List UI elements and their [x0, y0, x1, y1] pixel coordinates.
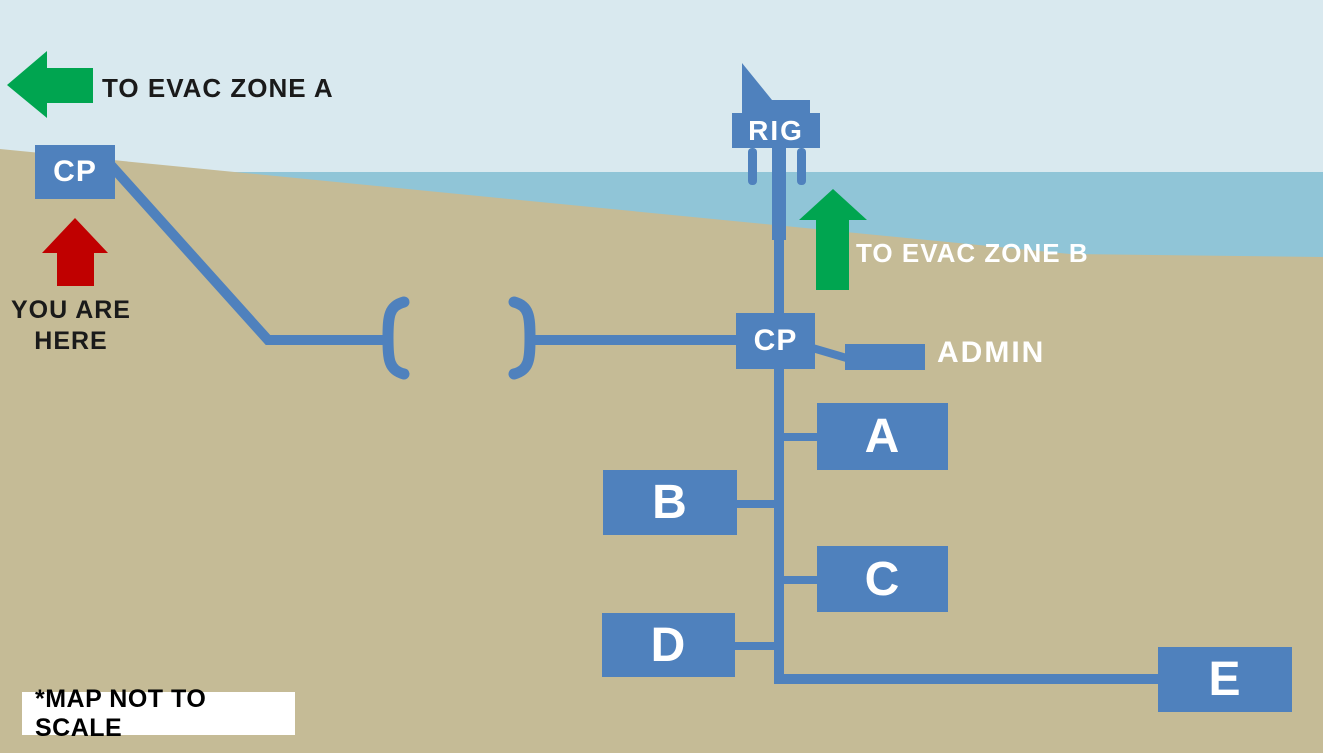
evac-zone-a-label: TO EVAC ZONE A [102, 73, 334, 103]
map-note: *MAP NOT TO SCALE [22, 685, 295, 742]
connector-admin-line [807, 343, 852, 363]
map-note-text: *MAP NOT TO SCALE [35, 684, 207, 742]
you-are-here-line2: HERE [34, 327, 108, 355]
rig-label: RIG [748, 114, 804, 146]
station-a-box: A [817, 403, 948, 470]
you-are-here-line1: YOU ARE [11, 296, 131, 324]
station-a-label: A [864, 410, 901, 463]
station-c-box: C [817, 546, 948, 612]
station-e-box: E [1158, 647, 1292, 712]
cp-west-label: CP [53, 155, 97, 188]
station-c-label: C [864, 552, 901, 606]
station-b-label: B [652, 476, 688, 529]
admin-label: ADMIN [937, 336, 1046, 369]
evac-zone-a-arrow-icon [7, 51, 93, 118]
rig-leg-center [772, 148, 786, 240]
rig-derrick-icon [742, 63, 810, 114]
rig-box: RIG [732, 113, 820, 148]
evac-zone-b-arrow-icon [799, 189, 867, 290]
station-d-box: D [602, 613, 735, 677]
admin-building-box [845, 344, 925, 370]
cp-main-box: CP [736, 313, 815, 369]
break-bracket-left-icon [382, 296, 410, 380]
station-d-label: D [650, 618, 687, 672]
cp-west-box: CP [35, 145, 115, 199]
rig-leg-right [797, 148, 806, 185]
cp-main-label: CP [753, 324, 798, 357]
station-e-label: E [1208, 653, 1242, 706]
rig-leg-left [748, 148, 757, 185]
you-are-here-arrow-icon [42, 218, 108, 286]
station-b-box: B [603, 470, 737, 535]
evac-zone-b-label: TO EVAC ZONE B [856, 238, 1089, 268]
land-area [0, 149, 1323, 753]
path-west-cp-line [104, 158, 388, 345]
you-are-here-label: YOU ARE HERE [8, 295, 134, 357]
